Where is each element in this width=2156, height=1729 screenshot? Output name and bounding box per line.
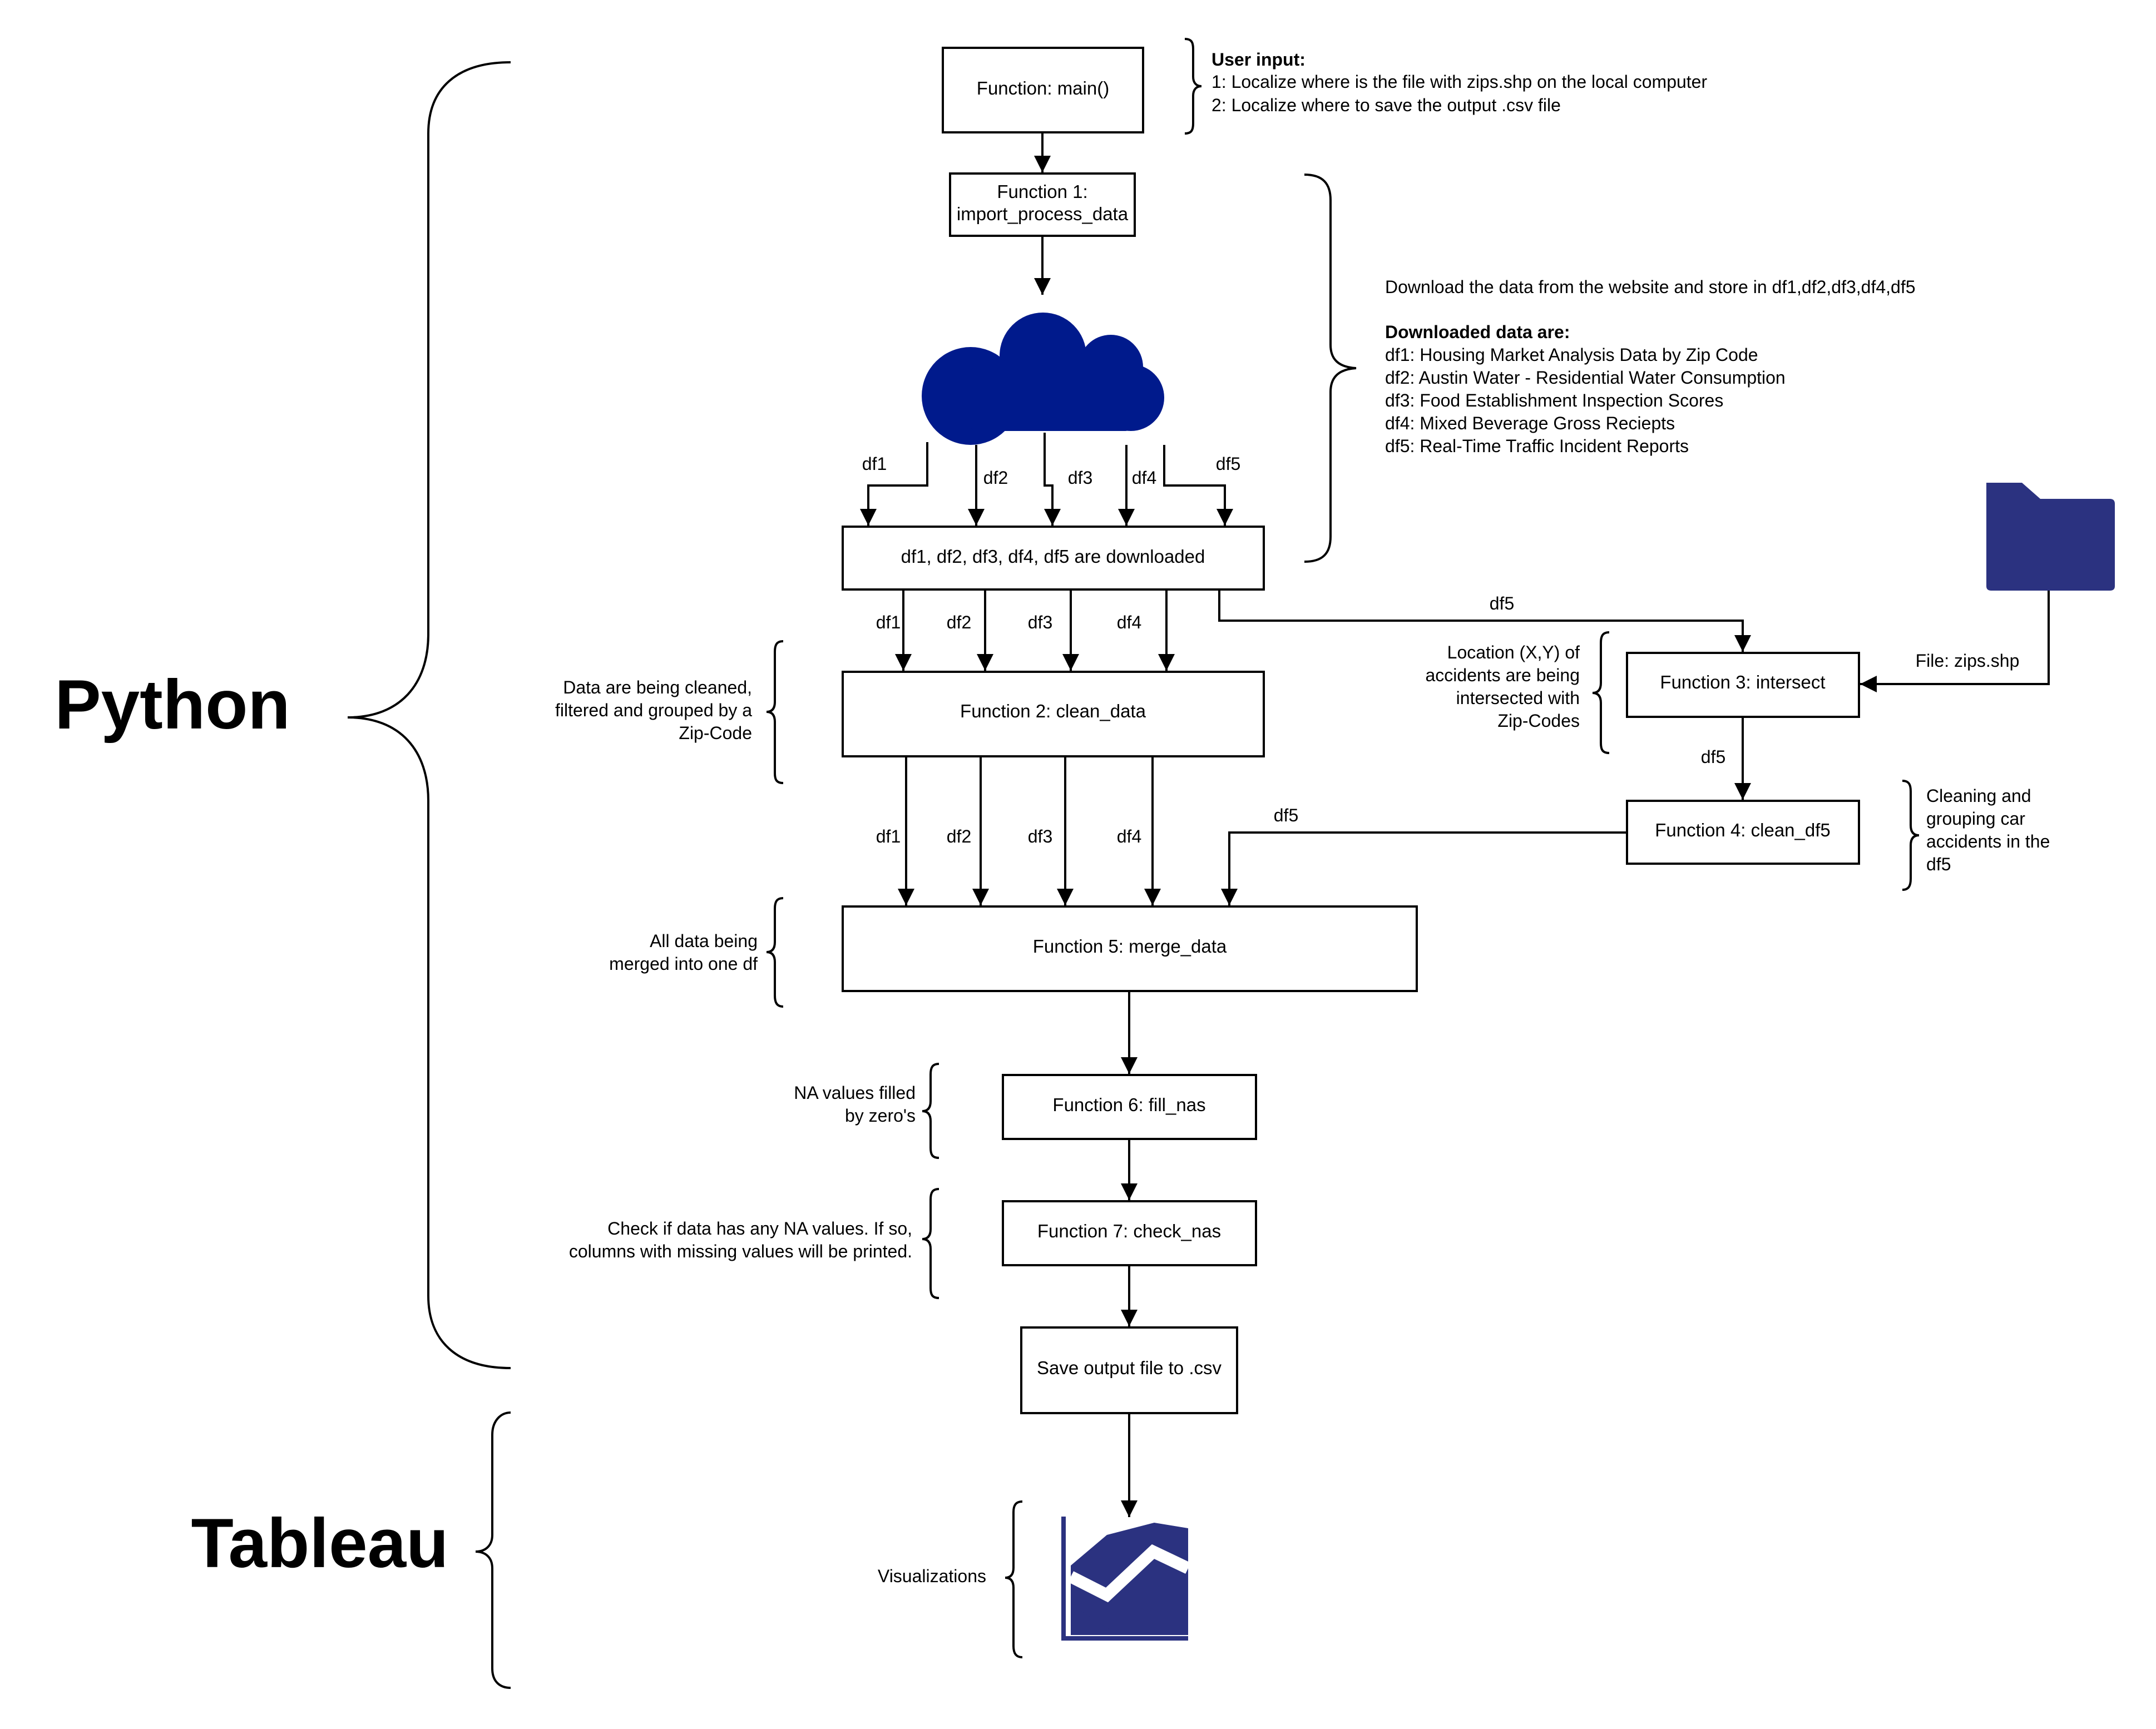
download-note-title: Downloaded data are: [1385, 322, 1570, 342]
fill-note-line2: by zero's [845, 1106, 916, 1126]
download-note-df5: df5: Real-Time Traffic Incident Reports [1385, 436, 1689, 456]
arrow-cloud-df5 [1163, 445, 1233, 526]
function6-label: Function 6: fill_nas [1052, 1094, 1205, 1115]
clean-note-line1: Data are being cleaned, [563, 677, 752, 697]
fill-brace [922, 1063, 939, 1159]
downloaded-box [842, 526, 1265, 591]
python-label: Python [55, 666, 290, 744]
tableau-brace [475, 1411, 511, 1689]
cloud-icon [922, 313, 1164, 445]
function1-label-line1: Function 1: [997, 181, 1087, 202]
label-dl-df5: df5 [1490, 593, 1514, 613]
function2-label: Function 2: clean_data [960, 701, 1146, 721]
arrow-dl-f3-df5 [1218, 589, 1751, 652]
save-csv-label: Save output file to .csv [1037, 1358, 1222, 1378]
label-cloud-df4: df4 [1132, 468, 1156, 488]
download-brace [1304, 174, 1357, 563]
main-function-label: Function: main() [977, 78, 1109, 98]
fill-note-line1: NA values filled [794, 1083, 916, 1103]
function5-label: Function 5: merge_data [1033, 936, 1227, 957]
check-brace [922, 1188, 939, 1299]
function4-label: Function 4: clean_df5 [1655, 820, 1831, 840]
intersect-note-line1: Location (X,Y) of [1447, 642, 1580, 662]
area-chart-icon [1061, 1517, 1191, 1641]
clean-df5-note-line1: Cleaning and [1926, 786, 2031, 806]
label-f2-df3: df3 [1028, 826, 1052, 846]
arrow-cloud-df3 [1044, 433, 1061, 526]
label-f2-df1: df1 [876, 826, 901, 846]
merge-note-line2: merged into one df [609, 954, 758, 974]
function1-box [949, 172, 1136, 237]
label-cloud-df5: df5 [1216, 454, 1240, 474]
label-f2-df2: df2 [947, 826, 971, 846]
viz-brace [1005, 1500, 1023, 1658]
label-dl-df3: df3 [1028, 612, 1052, 632]
merge-note-line1: All data being [650, 931, 758, 951]
user-input-line1: 1: Localize where is the file with zips.… [1211, 72, 1707, 92]
viz-note: Visualizations [878, 1566, 986, 1586]
main-function-box [942, 47, 1144, 133]
folder-icon [1986, 483, 2115, 591]
clean-df5-note-line4: df5 [1926, 854, 1951, 874]
check-note-line1: Check if data has any NA values. If so, [607, 1218, 912, 1238]
label-file-zips: File: zips.shp [1916, 651, 2020, 671]
arrow-folder-f3 [1860, 591, 2050, 692]
download-note-df4: df4: Mixed Beverage Gross Reciepts [1385, 413, 1675, 433]
clean-df5-note-line3: accidents in the [1926, 831, 2050, 851]
clean-note-line2: filtered and grouped by a [555, 700, 752, 720]
label-dl-df2: df2 [947, 612, 971, 632]
user-input-line2: 2: Localize where to save the output .cs… [1211, 95, 1561, 115]
label-dl-df4: df4 [1117, 612, 1141, 632]
tableau-label: Tableau [191, 1505, 448, 1582]
intersect-note-line4: Zip-Codes [1497, 711, 1580, 731]
label-f4-df5: df5 [1274, 805, 1298, 825]
label-dl-df1: df1 [876, 612, 901, 632]
clean-brace [766, 640, 784, 784]
clean-df5-brace [1902, 780, 1920, 891]
clean-df5-note-line2: grouping car [1926, 809, 2025, 829]
download-note-df1: df1: Housing Market Analysis Data by Zip… [1385, 345, 1758, 365]
user-input-title: User input: [1211, 49, 1306, 70]
label-cloud-df3: df3 [1068, 468, 1092, 488]
intersect-note-line3: intersected with [1456, 688, 1580, 708]
function7-label: Function 7: check_nas [1037, 1221, 1221, 1241]
label-cloud-df1: df1 [862, 454, 887, 474]
download-note-df2: df2: Austin Water - Residential Water Co… [1385, 368, 1786, 388]
function2-box [842, 671, 1265, 757]
save-csv-box [1020, 1326, 1238, 1414]
label-f3-df5: df5 [1701, 747, 1725, 767]
download-note-df3: df3: Food Establishment Inspection Score… [1385, 390, 1723, 410]
intersect-note-line2: accidents are being [1425, 665, 1580, 685]
function1-label-line2: import_process_data [957, 204, 1129, 224]
arrow-f4-f5-df5 [1221, 831, 1627, 905]
download-note-line1: Download the data from the website and s… [1385, 277, 1916, 297]
python-brace [347, 61, 511, 1369]
function3-label: Function 3: intersect [1660, 672, 1825, 692]
downloaded-label: df1, df2, df3, df4, df5 are downloaded [901, 546, 1205, 567]
user-input-brace [1184, 38, 1202, 135]
clean-note-line3: Zip-Code [679, 723, 752, 743]
label-f2-df4: df4 [1117, 826, 1141, 846]
function6-box [1002, 1074, 1257, 1140]
merge-brace [766, 897, 784, 1008]
intersect-brace [1592, 631, 1610, 754]
label-cloud-df2: df2 [983, 468, 1008, 488]
check-note-line2: columns with missing values will be prin… [569, 1241, 912, 1261]
arrow-cloud-df1 [860, 442, 928, 526]
